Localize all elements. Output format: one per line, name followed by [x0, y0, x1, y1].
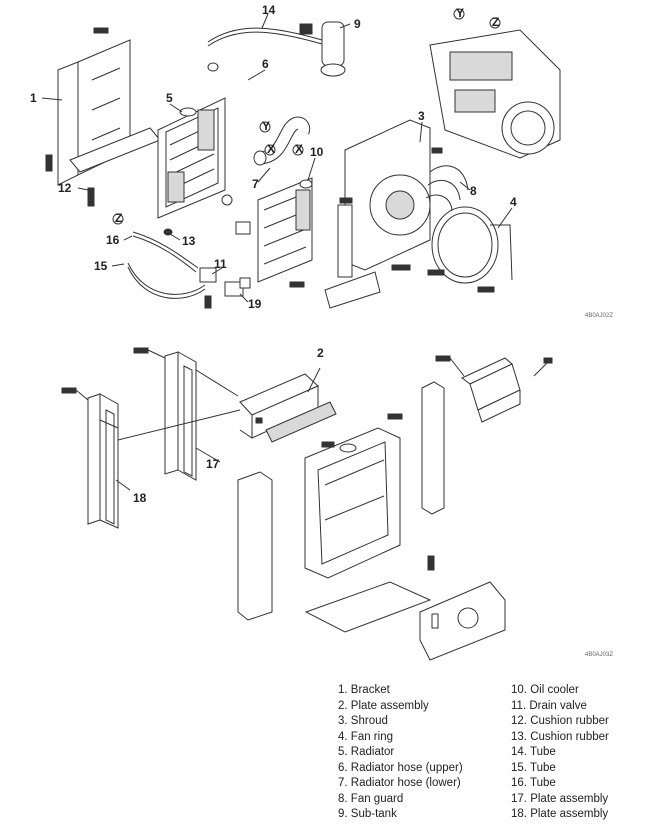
radiator-part [157, 97, 226, 219]
top-right-bracket-part [461, 357, 521, 423]
legend-item: 5. Radiator [338, 746, 395, 758]
fitting-13 [163, 221, 251, 236]
figure2-ref-code: 4B0AJ03Z [585, 652, 613, 658]
legend-item: 16. Tube [511, 777, 556, 789]
legend-item: 9. Sub-tank [338, 808, 397, 820]
plate-assembly-17-part [164, 351, 197, 481]
callout-6: 6 [262, 57, 269, 71]
fan-guard-part [425, 165, 469, 211]
shroud-part [344, 119, 431, 271]
svg-text:X: X [267, 142, 275, 156]
alignment-lines [75, 349, 549, 491]
callout-11: 11 [214, 257, 227, 271]
callout-18: 18 [133, 491, 147, 505]
exploded-view-upper: X X Y Y Z Z 1 3 4 5 6 7 8 9 10 11 12 13 … [30, 3, 613, 319]
bottom-plate-part [304, 581, 432, 633]
legend-item: 4. Fan ring [338, 730, 393, 743]
callout-3: 3 [418, 109, 425, 123]
callout-9: 9 [354, 17, 361, 31]
callout-12: 12 [58, 181, 72, 195]
connector-z-2: Z [489, 15, 501, 29]
plate-assembly-2-part [239, 373, 337, 443]
connector-z-3 [221, 194, 233, 206]
connector-z-1: Z [112, 211, 124, 225]
callout-8: 8 [470, 184, 477, 198]
callout-14: 14 [262, 3, 276, 17]
bracket-part [57, 39, 161, 186]
right-pad-part [421, 381, 445, 515]
callout-4: 4 [510, 195, 517, 209]
callout-1: 1 [30, 91, 37, 105]
svg-text:Y: Y [262, 119, 270, 133]
foam-pad-part [237, 471, 273, 621]
bolt-set [61, 347, 553, 571]
svg-text:Z: Z [492, 15, 499, 29]
tube-16-path [132, 231, 199, 269]
legend-item: 6. Radiator hose (upper) [338, 761, 463, 774]
svg-text:X: X [295, 142, 303, 156]
oil-cooler-part [257, 177, 313, 283]
connector-y-1: Y [259, 119, 271, 133]
elbow-fitting-19 [224, 277, 251, 297]
sub-tank-part [299, 21, 346, 77]
legend-item: 15. Tube [511, 761, 556, 774]
legend-item: 7. Radiator hose (lower) [338, 777, 461, 789]
plate-assembly-18-part [87, 393, 119, 529]
legend-item: 18. Plate assembly [511, 808, 609, 820]
connector-x-1: X [264, 142, 276, 156]
tube-15-path [127, 262, 206, 295]
callout-16: 16 [106, 233, 120, 247]
plate-vertical [337, 204, 353, 278]
svg-text:Z: Z [115, 211, 122, 225]
tube-14-path [207, 27, 323, 43]
connector-y-2: Y [453, 6, 465, 20]
plate-horizontal [324, 271, 381, 309]
legend-item: 8. Fan guard [338, 792, 404, 805]
parts-legend-column-2: 10. Oil cooler 11. Drain valve 12. Cushi… [511, 683, 609, 823]
drain-valve-part [199, 267, 217, 309]
callout-15: 15 [94, 259, 108, 273]
legend-item: 10. Oil cooler [511, 684, 579, 696]
legend-item: 3. Shroud [338, 715, 388, 727]
legend-item: 1. Bracket [338, 684, 390, 696]
radiator-frame-part [304, 427, 401, 579]
callout-2: 2 [317, 346, 324, 360]
connector-x-2: X [292, 142, 304, 156]
base-plate-part [419, 581, 506, 661]
legend-item: 12. Cushion rubber [511, 715, 609, 727]
callout-17: 17 [206, 457, 220, 471]
leader-lines [41, 13, 513, 303]
legend-item: 2. Plate assembly [338, 699, 429, 712]
callout-7: 7 [252, 177, 259, 191]
figure1-ref-code: 4B0AJ02Z [585, 313, 613, 319]
exploded-view-lower: 2 17 18 4B0AJ03Z [61, 346, 613, 661]
parts-legend-column-1: 1. Bracket 2. Plate assembly 3. Shroud 4… [338, 683, 463, 823]
legend-item: 14. Tube [511, 746, 556, 758]
legend-item: 17. Plate assembly [511, 792, 609, 805]
callout-13: 13 [182, 234, 196, 248]
callout-19: 19 [248, 297, 262, 311]
radiator-hose-upper-part [207, 62, 269, 111]
legend-item: 11. Drain valve [511, 699, 587, 712]
callout-5: 5 [166, 91, 173, 105]
fastener-set [45, 27, 495, 293]
callout-10: 10 [310, 145, 324, 159]
legend-item: 13. Cushion rubber [511, 730, 609, 743]
engine-part [429, 29, 561, 159]
fan-ring-part [431, 206, 513, 284]
svg-text:Y: Y [456, 6, 464, 20]
